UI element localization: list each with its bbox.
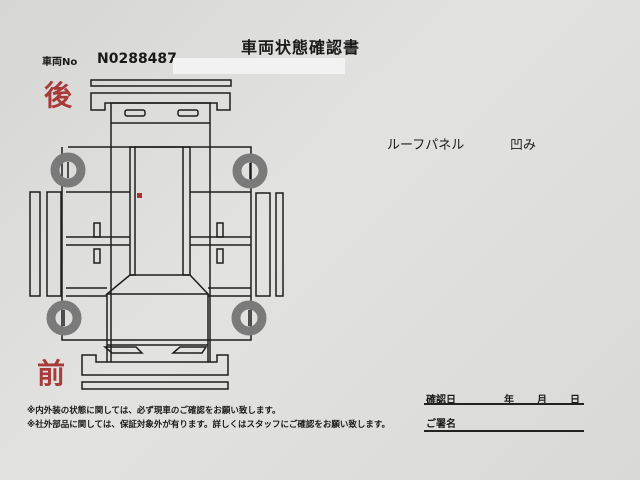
damage-mark <box>137 193 142 198</box>
day-label: 日 <box>570 395 580 406</box>
vehicle-no-label: 車両No <box>42 57 78 68</box>
rear-bumper <box>90 92 231 111</box>
door-handle <box>216 248 224 264</box>
damage-type: 凹み <box>510 138 537 153</box>
body-outline <box>61 146 252 341</box>
headlight <box>170 346 208 354</box>
door-handle <box>216 222 224 238</box>
damage-part: ルーフパネル <box>387 138 465 153</box>
headlight <box>102 346 144 354</box>
note: ※社外部品に関しては、保証対象外が有ります。詳しくはスタッフにご確認をお願い致し… <box>27 420 390 430</box>
signature-line[interactable] <box>424 430 584 432</box>
wheels <box>46 152 268 336</box>
rear-light <box>124 109 146 117</box>
side-bar <box>275 192 284 297</box>
rear-bar <box>90 79 232 87</box>
month-label: 月 <box>537 395 547 406</box>
note: ※内外装の状態に関しては、必ず現車のご確認をお願い致します。 <box>27 406 281 416</box>
front-bar <box>81 381 229 390</box>
side-bar <box>255 192 271 297</box>
signature-label: ご署名 <box>426 419 456 430</box>
front-bumper <box>81 354 229 376</box>
document-title: 車両状態確認書 <box>241 38 361 57</box>
rear-label: 後 <box>44 79 73 112</box>
side-bar <box>29 191 41 297</box>
date-line <box>424 403 584 405</box>
windshield <box>104 274 210 295</box>
rear-light <box>177 109 199 117</box>
front-label: 前 <box>37 357 66 390</box>
vehicle-no-value: N0288487 <box>97 51 177 67</box>
door-handle <box>93 222 101 238</box>
door-handle <box>93 248 101 264</box>
confirm-date-label: 確認日 <box>426 395 456 406</box>
year-label: 年 <box>504 395 514 406</box>
side-bar <box>46 191 62 297</box>
redacted-area <box>173 58 345 74</box>
trunk <box>110 102 211 124</box>
